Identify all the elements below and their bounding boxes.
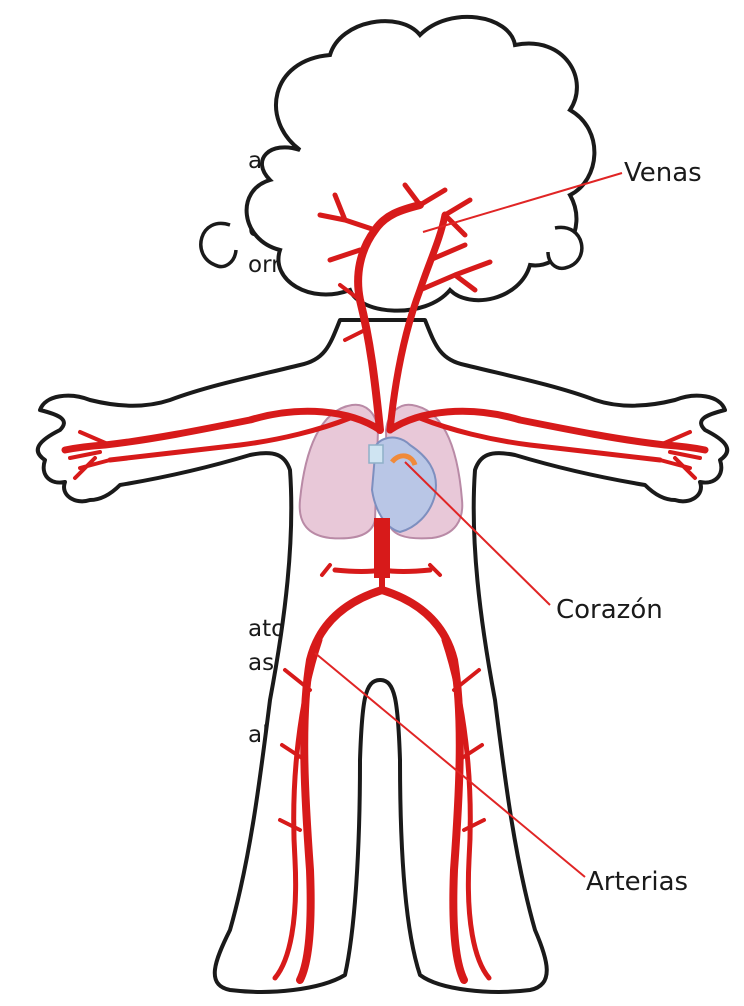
left-ear (201, 223, 236, 266)
label-arterias: Arterias (586, 869, 688, 895)
trachea (369, 445, 383, 463)
label-venas: Venas (624, 160, 702, 186)
label-corazon: Corazón (556, 597, 663, 623)
hair-outline (247, 17, 595, 311)
